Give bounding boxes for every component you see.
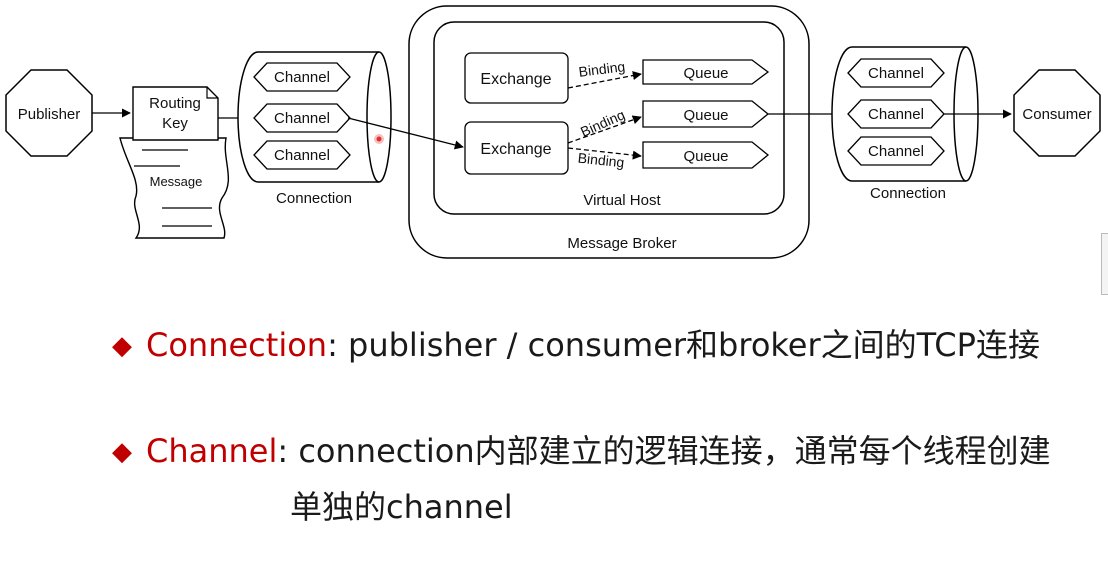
routing-key-line-2: Key [162,115,188,132]
bullet-channel: ◆ Channel: connection内部建立的逻辑连接，通常每个线程创建 [112,426,1051,472]
message-broker-label: Message Broker [567,235,676,252]
consumer-label: Consumer [1022,106,1091,123]
binding-3-label: Binding [577,150,625,171]
right-channel-2-label: Channel [868,106,924,123]
right-connection-label: Connection [870,185,946,202]
publisher-label: Publisher [18,106,81,123]
exchange-2-label: Exchange [480,141,551,158]
queue-2-label: Queue [683,107,728,124]
bullet-channel-text: : connection内部建立的逻辑连接，通常每个线程创建 [277,432,1051,470]
bullet-channel-continuation: 单独的channel [290,488,513,526]
left-channel-3: Channel [253,140,351,170]
message-node: Message [119,137,230,239]
routing-key-node: Routing Key [132,86,219,141]
bullet-channel-term: Channel [146,432,278,470]
channel-to-exchange-arrow [347,117,464,150]
binding-1-label: Binding [578,58,626,80]
queue-3-label: Queue [683,148,728,165]
queue-2: Queue [642,100,770,128]
edge-scroll-handle [1101,233,1108,295]
left-channel-1: Channel [253,62,351,92]
virtual-host-label: Virtual Host [583,192,661,209]
consumer-node: Consumer [1013,69,1101,157]
right-connection: Channel Channel Channel Connection [831,46,979,202]
exchange-1-label: Exchange [480,71,551,88]
right-channel-2: Channel [847,99,945,129]
bullet-connection-term: Connection [146,326,328,364]
bullet-connection-text: : publisher / consumer和broker之间的TCP连接 [327,326,1040,364]
right-channel-3-label: Channel [868,143,924,160]
left-connection-label: Connection [276,190,352,207]
cursor-dot-icon [374,134,384,144]
queue-3: Queue [642,141,770,169]
routing-key-line-1: Routing [149,95,201,112]
left-connection: Channel Channel Channel Connection [237,51,392,207]
message-broker: Message Broker Virtual Host Exchange Exc… [408,5,810,259]
exchange-2: Exchange [464,121,569,175]
binding-3-arrow [567,147,642,160]
left-channel-2-label: Channel [274,110,330,127]
diamond-bullet-icon: ◆ [112,331,132,361]
left-channel-3-label: Channel [274,147,330,164]
bullet-connection: ◆ Connection: publisher / consumer和broker… [112,320,1040,366]
right-channel-1: Channel [847,58,945,88]
left-channel-1-label: Channel [274,69,330,86]
right-channel-1-label: Channel [868,65,924,82]
message-label: Message [150,174,203,189]
right-channel-3: Channel [847,136,945,166]
queue-1: Queue [642,59,770,85]
binding-2-arrow [567,115,642,144]
publisher-node: Publisher [5,69,93,157]
diamond-bullet-icon: ◆ [112,437,132,467]
binding-1-arrow [567,71,642,89]
left-channel-2: Channel [253,103,351,133]
rabbitmq-architecture-diagram: Publisher Message Routing Key Channel Ch… [5,5,1101,259]
exchange-1: Exchange [464,52,569,104]
queue-1-label: Queue [683,65,728,82]
